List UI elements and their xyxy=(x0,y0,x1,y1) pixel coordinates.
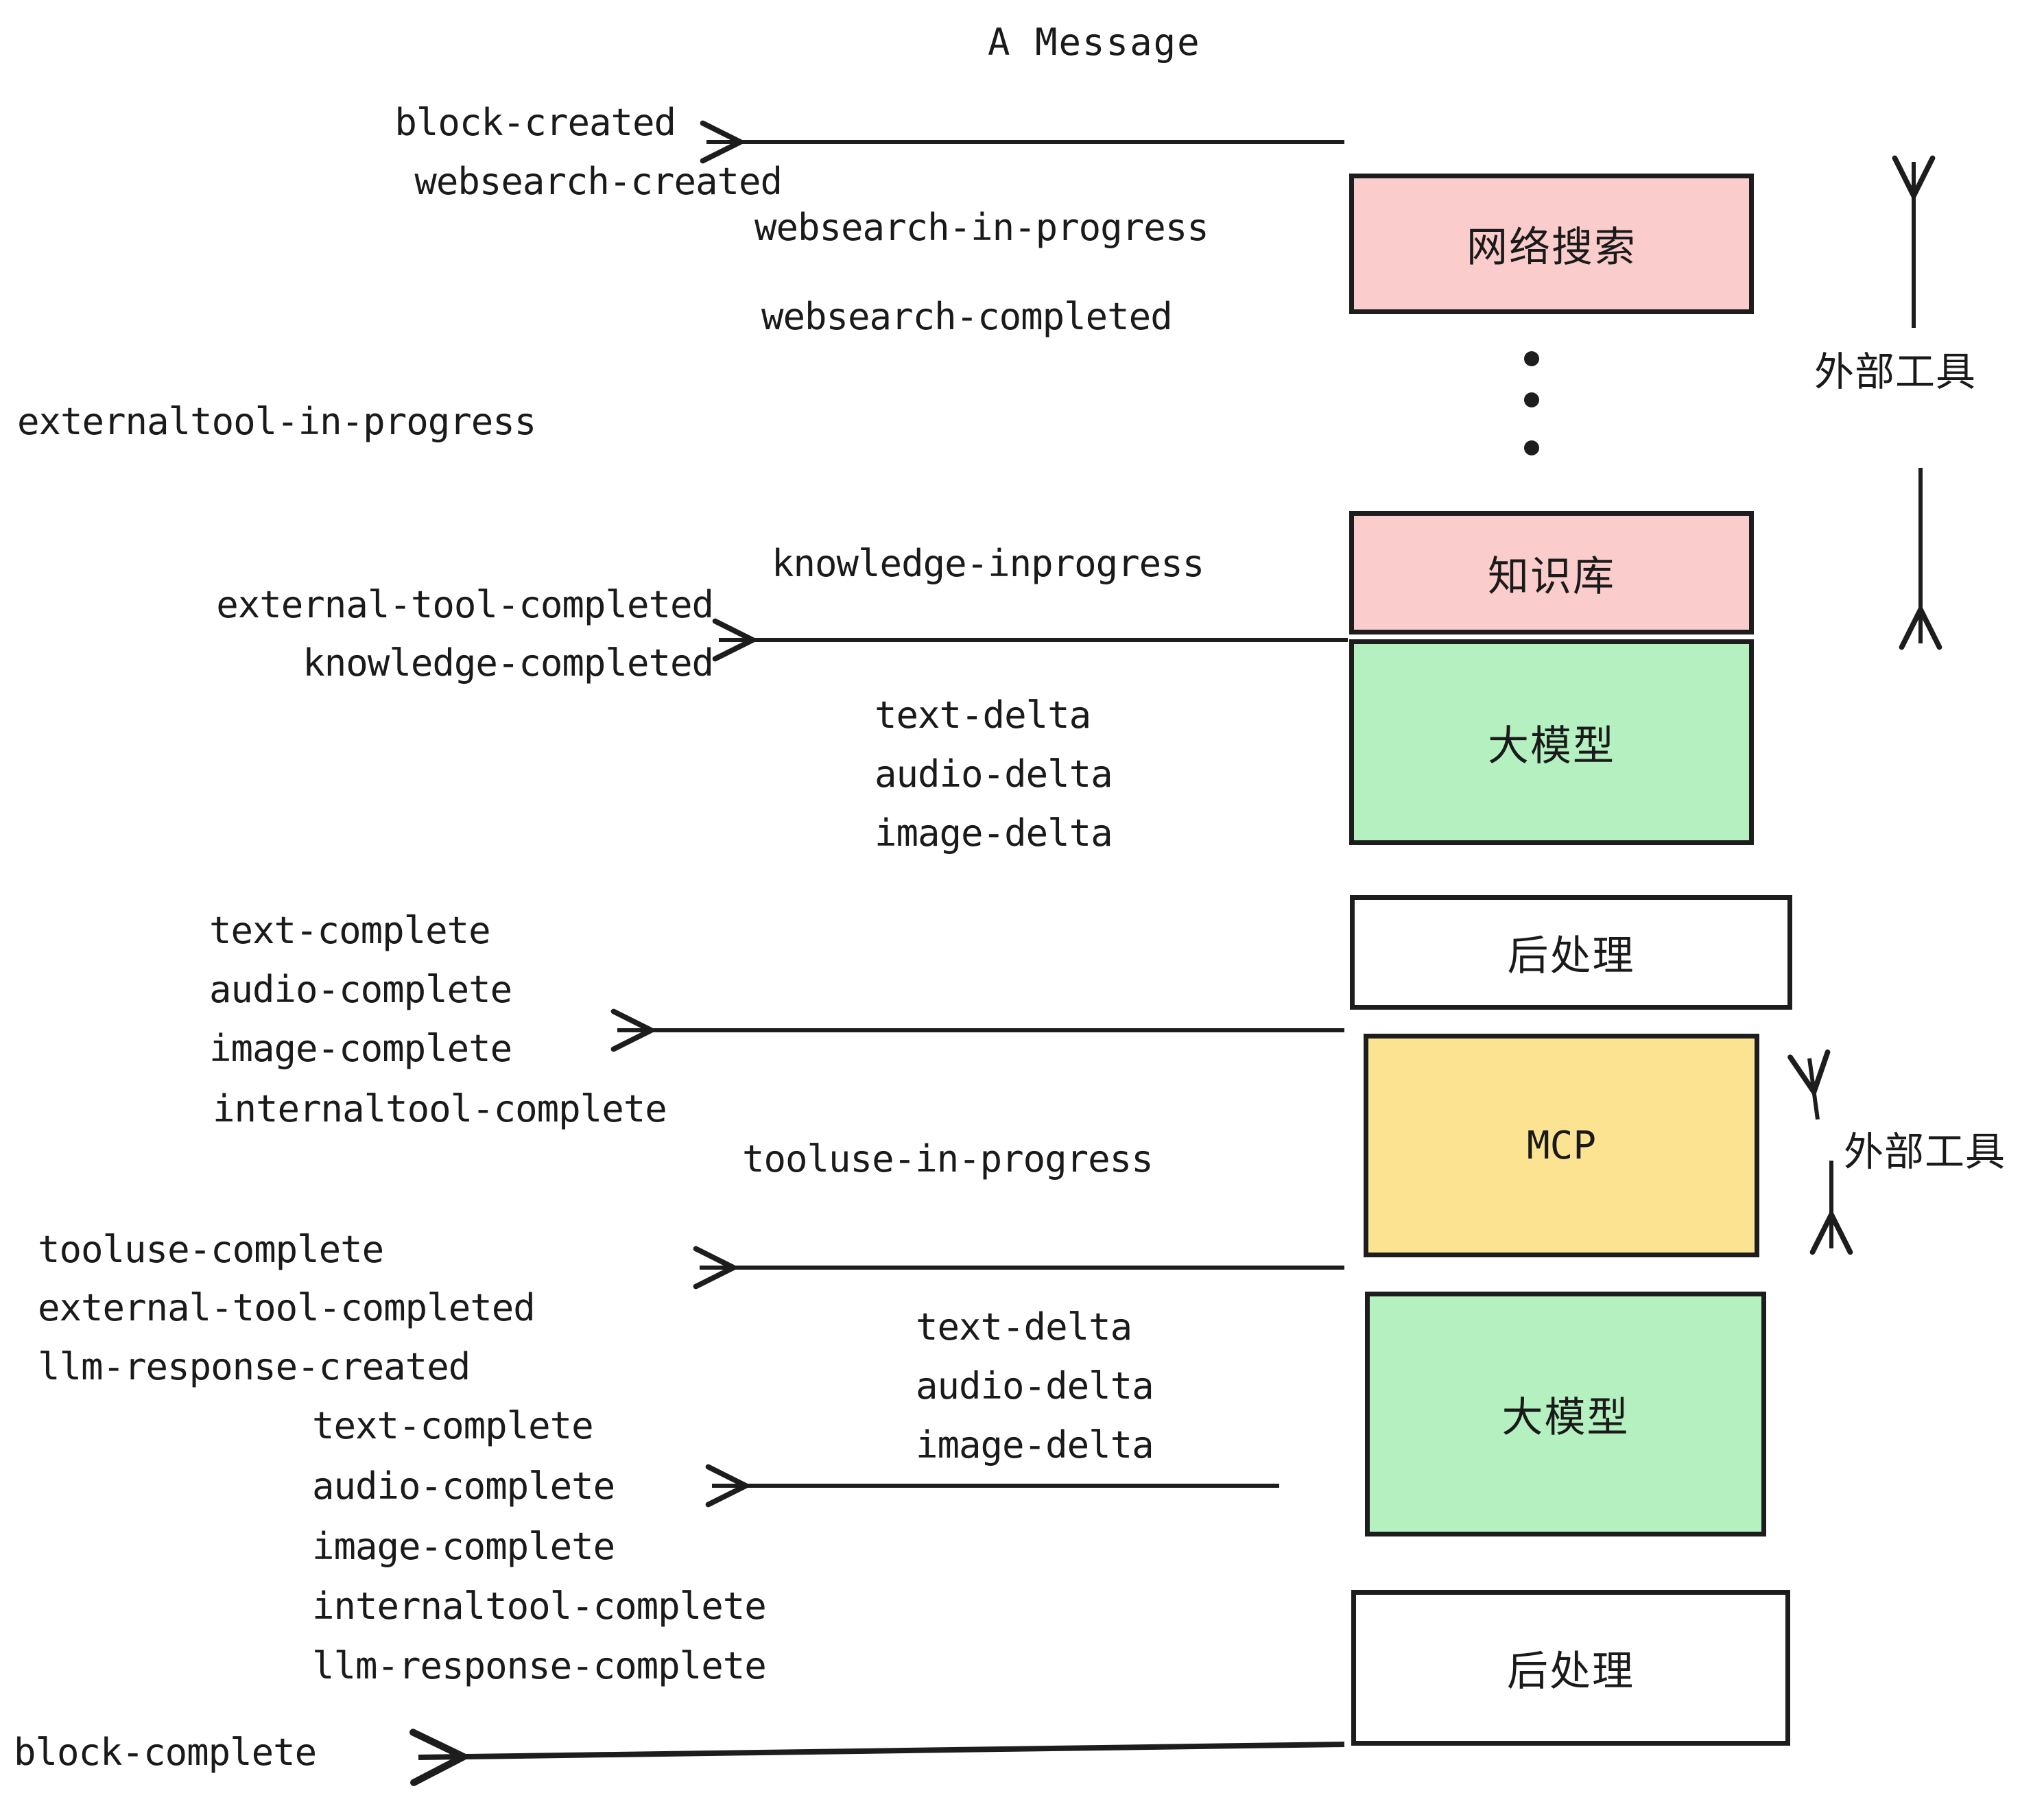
event-label-internaltool-complete-1: internaltool-complete xyxy=(213,1087,667,1130)
ellipsis-dot xyxy=(1524,351,1539,366)
ellipsis-dot xyxy=(1524,392,1539,407)
event-label-knowledge-inprogress: knowledge-inprogress xyxy=(772,542,1204,585)
event-label-tooluse-in-progress: tooluse-in-progress xyxy=(742,1137,1154,1180)
event-label-block-created: block-created xyxy=(394,101,676,144)
node-knowledge[interactable]: 知识库 xyxy=(1349,511,1754,634)
arrow-external-tool-bottom-up xyxy=(1787,1049,1831,1120)
event-label-audio-delta-1: audio-delta xyxy=(875,752,1113,796)
event-label-knowledge-completed: knowledge-completed xyxy=(302,641,714,685)
event-label-tooluse-complete: tooluse-complete xyxy=(38,1228,384,1271)
event-label-audio-complete-2: audio-complete xyxy=(312,1464,615,1508)
node-postprocess-bottom[interactable]: 后处理 xyxy=(1351,1590,1790,1746)
event-label-externaltool-in-progress: externaltool-in-progress xyxy=(17,400,536,443)
event-label-text-complete-1: text-complete xyxy=(209,909,491,952)
event-label-external-tool-completed-2: external-tool-completed xyxy=(38,1286,536,1329)
event-label-text-complete-2: text-complete xyxy=(312,1404,594,1447)
event-label-text-delta-2: text-delta xyxy=(916,1305,1132,1349)
event-label-block-complete: block-complete xyxy=(14,1731,317,1774)
event-label-external-tool-completed-1: external-tool-completed xyxy=(216,583,714,626)
event-label-image-complete-2: image-complete xyxy=(312,1525,615,1568)
event-label-websearch-created: websearch-created xyxy=(414,160,783,203)
event-label-internaltool-complete-2: internaltool-complete xyxy=(312,1585,767,1628)
ellipsis-dot xyxy=(1524,440,1539,455)
node-llm-bottom[interactable]: 大模型 xyxy=(1365,1292,1766,1536)
node-mcp[interactable]: MCP xyxy=(1364,1034,1759,1257)
event-label-llm-response-complete: llm-response-complete xyxy=(312,1644,767,1687)
diagram-title: A Message xyxy=(988,21,1201,64)
event-label-text-delta-1: text-delta xyxy=(875,693,1091,737)
arrow-block-complete xyxy=(409,1729,1345,1786)
side-label-external-tool-bottom: 外部工具 xyxy=(1844,1128,2006,1175)
event-label-audio-delta-2: audio-delta xyxy=(916,1364,1154,1408)
event-label-llm-response-created: llm-response-created xyxy=(38,1345,471,1388)
side-label-external-tool-top: 外部工具 xyxy=(1814,348,1977,395)
event-label-image-delta-2: image-delta xyxy=(916,1423,1154,1467)
node-llm-top[interactable]: 大模型 xyxy=(1349,639,1754,845)
event-label-websearch-completed: websearch-completed xyxy=(761,295,1173,338)
node-websearch[interactable]: 网络搜索 xyxy=(1349,174,1754,314)
event-label-websearch-in-progress: websearch-in-progress xyxy=(754,206,1209,249)
event-label-image-delta-1: image-delta xyxy=(875,811,1113,855)
event-label-audio-complete-1: audio-complete xyxy=(209,968,512,1011)
event-label-image-complete-1: image-complete xyxy=(209,1027,512,1070)
node-postprocess-top[interactable]: 后处理 xyxy=(1350,895,1792,1010)
